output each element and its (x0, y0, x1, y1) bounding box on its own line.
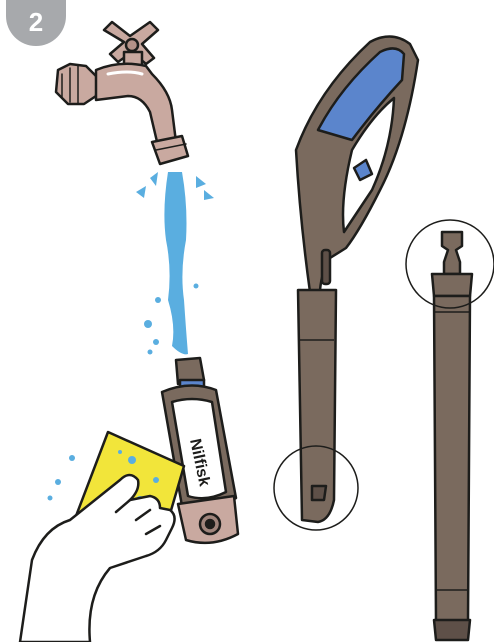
extension-lance-icon (432, 232, 472, 640)
water-stream (136, 172, 214, 355)
spray-gun-icon (296, 36, 418, 522)
tap-icon (56, 22, 188, 164)
hand-icon (20, 475, 175, 642)
